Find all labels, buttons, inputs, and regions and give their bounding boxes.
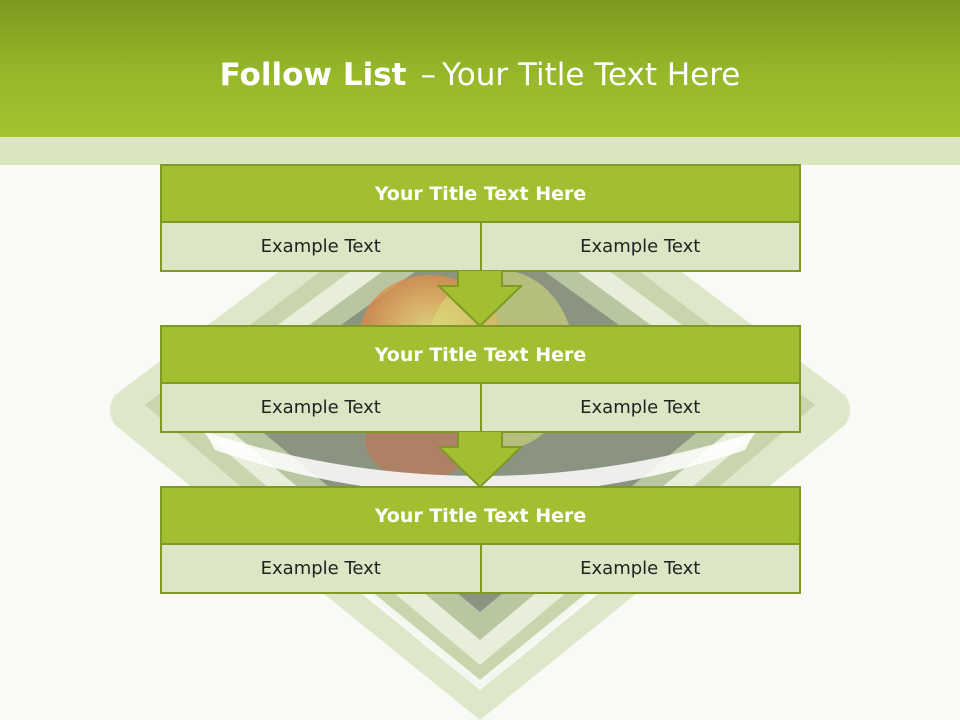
step-box-3: Your Title Text Here Example Text Exampl… <box>160 486 801 594</box>
step-box-1: Your Title Text Here Example Text Exampl… <box>160 164 801 272</box>
step-box-2: Your Title Text Here Example Text Exampl… <box>160 325 801 433</box>
title-bold-part: Follow List <box>219 57 407 93</box>
step-cell-right: Example Text <box>479 223 799 270</box>
down-arrow-icon <box>437 431 523 489</box>
step-cell-right: Example Text <box>479 384 799 431</box>
step-row: Example Text Example Text <box>162 223 799 270</box>
step-title: Your Title Text Here <box>162 327 799 384</box>
step-cell-left: Example Text <box>162 223 480 270</box>
step-title: Your Title Text Here <box>162 166 799 223</box>
step-cell-left: Example Text <box>162 545 480 592</box>
step-row: Example Text Example Text <box>162 384 799 431</box>
slide-title: Follow List–Your Title Text Here <box>0 54 960 96</box>
step-cell-right: Example Text <box>479 545 799 592</box>
title-rest-part: Your Title Text Here <box>441 57 741 93</box>
header-accent-band <box>0 137 960 165</box>
header-bar <box>0 0 960 137</box>
step-cell-left: Example Text <box>162 384 480 431</box>
down-arrow-icon <box>437 270 523 328</box>
step-row: Example Text Example Text <box>162 545 799 592</box>
step-title: Your Title Text Here <box>162 488 799 545</box>
title-separator: – <box>420 57 436 93</box>
